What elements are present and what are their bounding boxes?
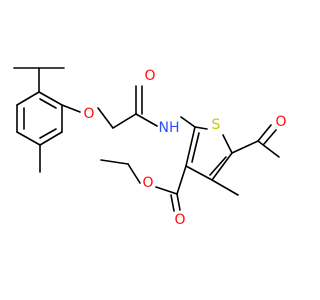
thiophene-c3-c2-bond <box>185 126 196 167</box>
thiophene-c2-s-bond <box>194 126 208 130</box>
ch2-carbonyl-bond <box>112 113 137 129</box>
molecule-structure: O O NH S O O O <box>13 67 287 228</box>
ester-co-bond <box>176 193 181 211</box>
heteroatom-labels: O O NH S O O O <box>83 68 286 228</box>
amide-nh-label: NH <box>159 120 180 136</box>
benzene-bond-6-inner <box>39 98 57 109</box>
ester-ring-bond <box>176 165 187 195</box>
benzene-bond-3 <box>16 131 41 146</box>
acetyl-co-bond <box>257 124 272 142</box>
benzene-bond-6 <box>38 91 63 106</box>
thiophene-c3-c2-double <box>191 132 200 163</box>
ring-methyl-bond <box>211 179 239 196</box>
thiophene-c4-c3-bond <box>185 165 213 181</box>
aryl-ether-bond <box>61 104 81 113</box>
ester-co-double <box>170 194 175 212</box>
acetyl-methyl-bond <box>257 140 280 158</box>
amide-cn-bond <box>135 113 158 127</box>
benzene-bond-1 <box>16 91 40 106</box>
acetyl-oxygen-label: O <box>275 114 286 130</box>
acetyl-co-double <box>263 129 277 145</box>
ester-o-ch2-bond <box>127 163 141 184</box>
acetyl-ring-bond <box>231 140 259 154</box>
ethyl-ch2-ch3-bond <box>100 159 129 165</box>
carbon-skeleton <box>13 67 280 212</box>
ester-carbonyl-oxygen-label: O <box>174 212 185 228</box>
thiophene-sulfur-label: S <box>212 117 221 133</box>
ether-ch2-bond <box>97 107 114 129</box>
ester-c-o-bond <box>155 186 178 195</box>
molecule-canvas: O O NH S O O O <box>13 67 287 228</box>
benzene-bond-4-inner <box>39 128 57 139</box>
thiophene-c5-c4-bond <box>211 152 233 181</box>
amide-oxygen-label: O <box>144 68 155 84</box>
thiophene-c5-c4-double <box>209 156 227 176</box>
ether-oxygen-label: O <box>83 106 94 122</box>
nh-thiophene-bond <box>180 116 196 128</box>
ester-oxygen-label: O <box>142 175 153 191</box>
benzene-bond-4 <box>39 131 63 146</box>
thiophene-s-c5-bond <box>222 134 233 154</box>
